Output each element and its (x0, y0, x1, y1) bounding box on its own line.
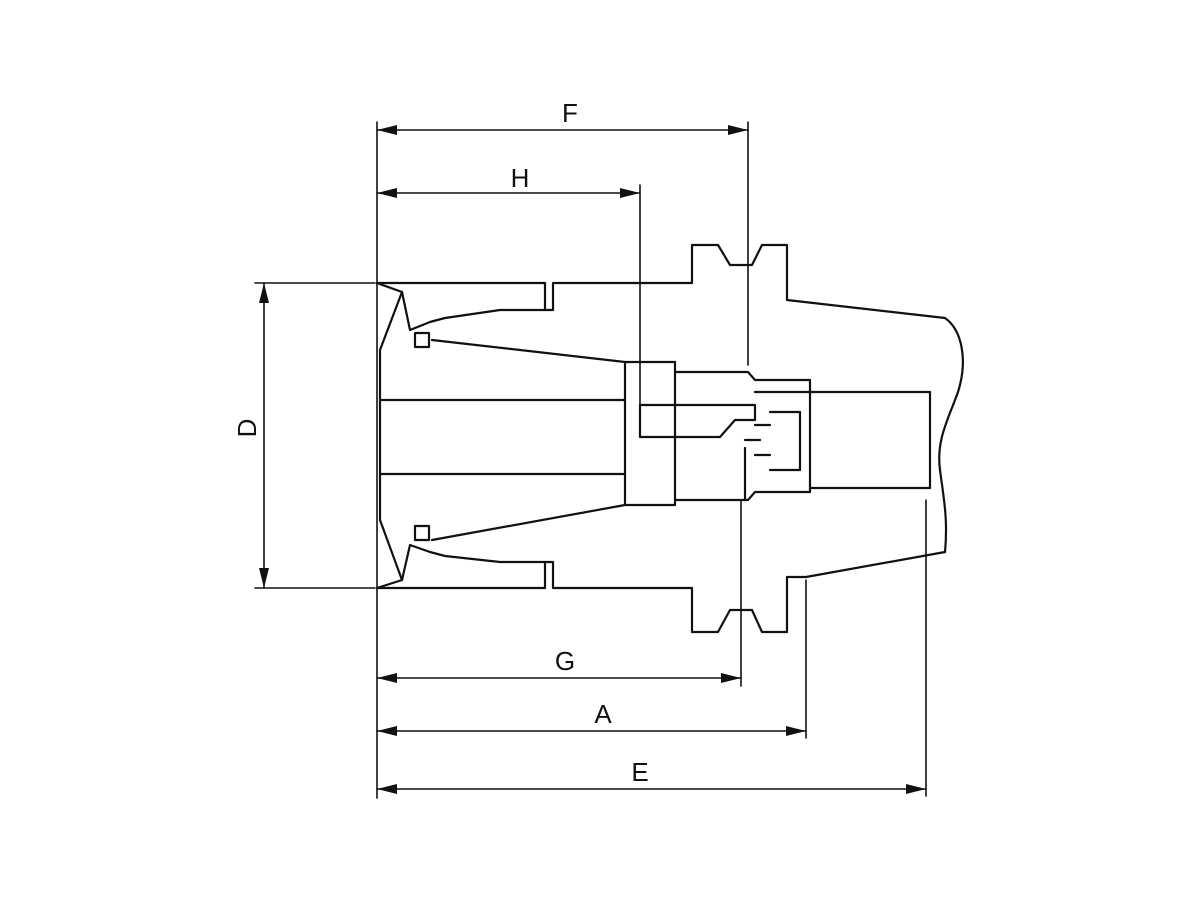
dimension-H: H (376, 163, 641, 198)
dimension-G: G (376, 646, 742, 683)
dimension-label-F: F (562, 98, 578, 128)
nut-top (400, 290, 547, 332)
dimension-label-E: E (631, 757, 648, 787)
nut-bottom (400, 543, 547, 582)
pull-stud-head (743, 410, 802, 502)
outer-top-profile (375, 243, 964, 554)
inner-taper-top (430, 338, 627, 542)
dimension-label-G: G (555, 646, 575, 676)
front-face (375, 281, 404, 590)
clamp-step-1 (623, 360, 677, 507)
dimension-label-D: D (232, 419, 262, 438)
dimension-E: E (376, 757, 927, 794)
seal-top (413, 331, 431, 349)
holder-body (375, 243, 964, 634)
pull-stud (753, 390, 932, 490)
outer-bottom-profile (375, 550, 947, 634)
dimension-label-H: H (511, 163, 530, 193)
draw-bar (638, 403, 757, 439)
dimension-F: F (376, 98, 749, 135)
dimension-D: D (232, 282, 269, 589)
dimension-A: A (376, 699, 807, 736)
extension-lines (254, 121, 927, 799)
dimension-label-A: A (594, 699, 612, 729)
clamp-step-2 (673, 370, 812, 502)
seal-bottom (413, 524, 431, 542)
